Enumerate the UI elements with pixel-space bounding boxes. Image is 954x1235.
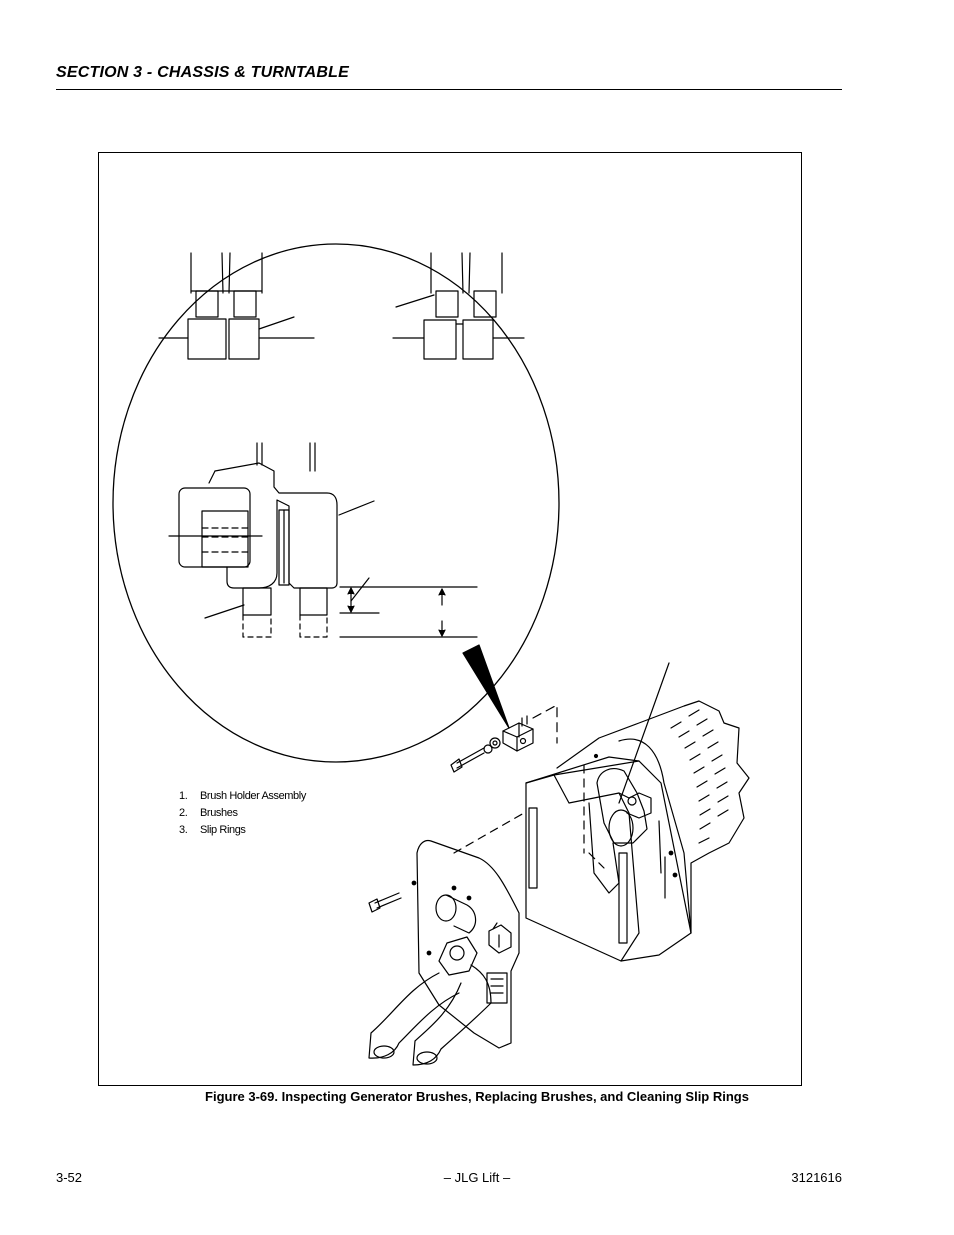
brush-pair-left (158, 252, 315, 360)
generator-exploded-view (368, 662, 750, 1066)
footer-brand: – JLG Lift – (443, 1170, 511, 1185)
housing-vents (670, 709, 729, 844)
legend-label: Slip Rings (200, 824, 246, 836)
header-rule (56, 89, 842, 90)
legend-number: 3. (179, 824, 188, 836)
legend-item: 1. Brush Holder Assembly (179, 788, 306, 805)
detail-magnifier-circle (112, 243, 560, 763)
brush-pair-right (392, 252, 525, 360)
legend-number: 1. (179, 790, 188, 802)
legend-item: 2. Brushes (179, 805, 306, 822)
legend-item: 3. Slip Rings (179, 822, 306, 839)
brush-holder-side-view (168, 442, 478, 638)
generator-brush-illustration (112, 243, 750, 1066)
document-number: 3121616 (791, 1170, 842, 1185)
detail-callout-wedge (462, 644, 510, 729)
section-title: SECTION 3 - CHASSIS & TURNTABLE (56, 64, 350, 81)
figure-frame: 1. Brush Holder Assembly 2. Brushes 3. Slip… (98, 152, 802, 1086)
legend-label: Brush Holder Assembly (200, 790, 306, 802)
legend-number: 2. (179, 807, 188, 819)
page-number: 3-52 (56, 1170, 83, 1185)
legend-label: Brushes (200, 807, 238, 819)
figure-legend: 1. Brush Holder Assembly 2. Brushes 3. Slip… (179, 788, 306, 839)
figure-caption: Figure 3-69. Inspecting Generator Brushe… (205, 1089, 749, 1104)
